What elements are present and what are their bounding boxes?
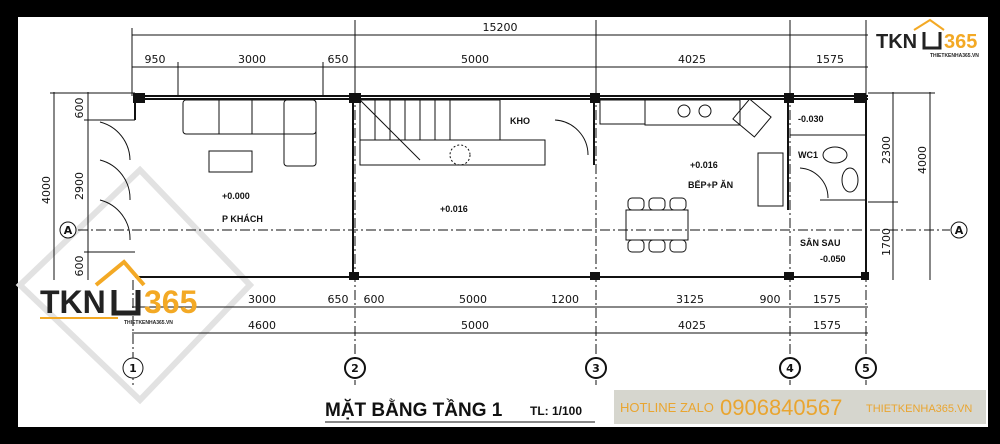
dimension: 3000 [238,53,266,66]
paper [18,17,988,427]
bottom-dimensions: 3000 650 600 5000 1200 3125 900 1575 460… [132,293,868,334]
axis-label: 2 [351,362,359,375]
axis-label: A [955,224,964,237]
level-stair: +0.016 [440,204,468,214]
dimension: 3000 [248,293,276,306]
left-dimensions: 4000 600 2900 600 [40,92,135,280]
svg-text:TKN: TKN [40,284,106,320]
room-wc: WC1 [798,150,818,160]
dimension: 3125 [676,293,704,306]
furniture [99,98,859,253]
grid-axes: 1 2 3 4 5 [122,20,877,385]
dimension: 2900 [73,172,86,200]
svg-text:365: 365 [944,31,977,53]
dimension: 5000 [459,293,487,306]
drawing-scale: TL: 1/100 [530,404,582,418]
level-kitchen: +0.016 [690,160,718,170]
svg-text:THIETKENHA365.VN: THIETKENHA365.VN [930,53,979,59]
dimension: 2300 [880,136,893,164]
room-storage: KHO [510,116,530,126]
dimension: 5000 [461,53,489,66]
brand-logo-top: TKN 365 THIETKENHA365.VN [876,18,979,59]
room-kitchen: BẾP+P ĂN [688,180,733,190]
watermark-hotline: HOTLINE ZALO [620,400,714,415]
room-labels: +0.000 P KHÁCH +0.016 KHO +0.016 BẾP+P Ă… [222,114,846,264]
dimension: 950 [145,53,166,66]
dimension: 600 [364,293,385,306]
level-living: +0.000 [222,191,250,201]
svg-text:THIETKENHA365.VN: THIETKENHA365.VN [124,320,173,326]
dimension: 650 [328,293,349,306]
watermark-site: THIETKENHA365.VN [866,403,972,415]
level-laundry: -0.050 [820,254,846,264]
dimension: 600 [73,98,86,119]
stair [359,99,546,166]
axis-label: 4 [786,362,794,375]
dimension: 4000 [40,176,53,204]
overall-dimension: 15200 [483,21,518,34]
dimension: 1200 [551,293,579,306]
watermark: HOTLINE ZALO 0906840567 THIETKENHA365.VN… [40,18,986,424]
axis-label: A [64,224,73,237]
dimension: 1575 [813,293,841,306]
axis-label: 1 [129,362,137,375]
svg-text:TKN: TKN [876,31,917,53]
right-dimensions: 2300 1700 4000 [868,92,935,280]
axis-label: 3 [592,362,600,375]
dimension: 1575 [813,319,841,332]
dimension: 4600 [248,319,276,332]
dimension: 4025 [678,319,706,332]
dimension: 1575 [816,53,844,66]
dimension: 650 [328,53,349,66]
axis-label: 5 [862,362,870,375]
dimension: 600 [73,256,86,277]
level-wc: -0.030 [798,114,824,124]
room-living: P KHÁCH [222,214,263,224]
dimension: 4000 [916,146,929,174]
room-laundry: SÂN SAU [800,237,841,248]
drawing-title: MẶT BẰNG TẦNG 1 [325,399,503,421]
watermark-diamond [15,165,255,405]
dimension: 1700 [880,228,893,256]
watermark-phone: 0906840567 [720,395,842,420]
dimension: 900 [760,293,781,306]
svg-text:365: 365 [144,284,197,320]
walls [133,93,869,280]
watermark-band [614,390,986,424]
dimension: 4025 [678,53,706,66]
axis-a: A A [59,221,968,239]
brand-logo-bottom: TKN 365 THIETKENHA365.VN [40,259,197,326]
dimension: 5000 [461,319,489,332]
